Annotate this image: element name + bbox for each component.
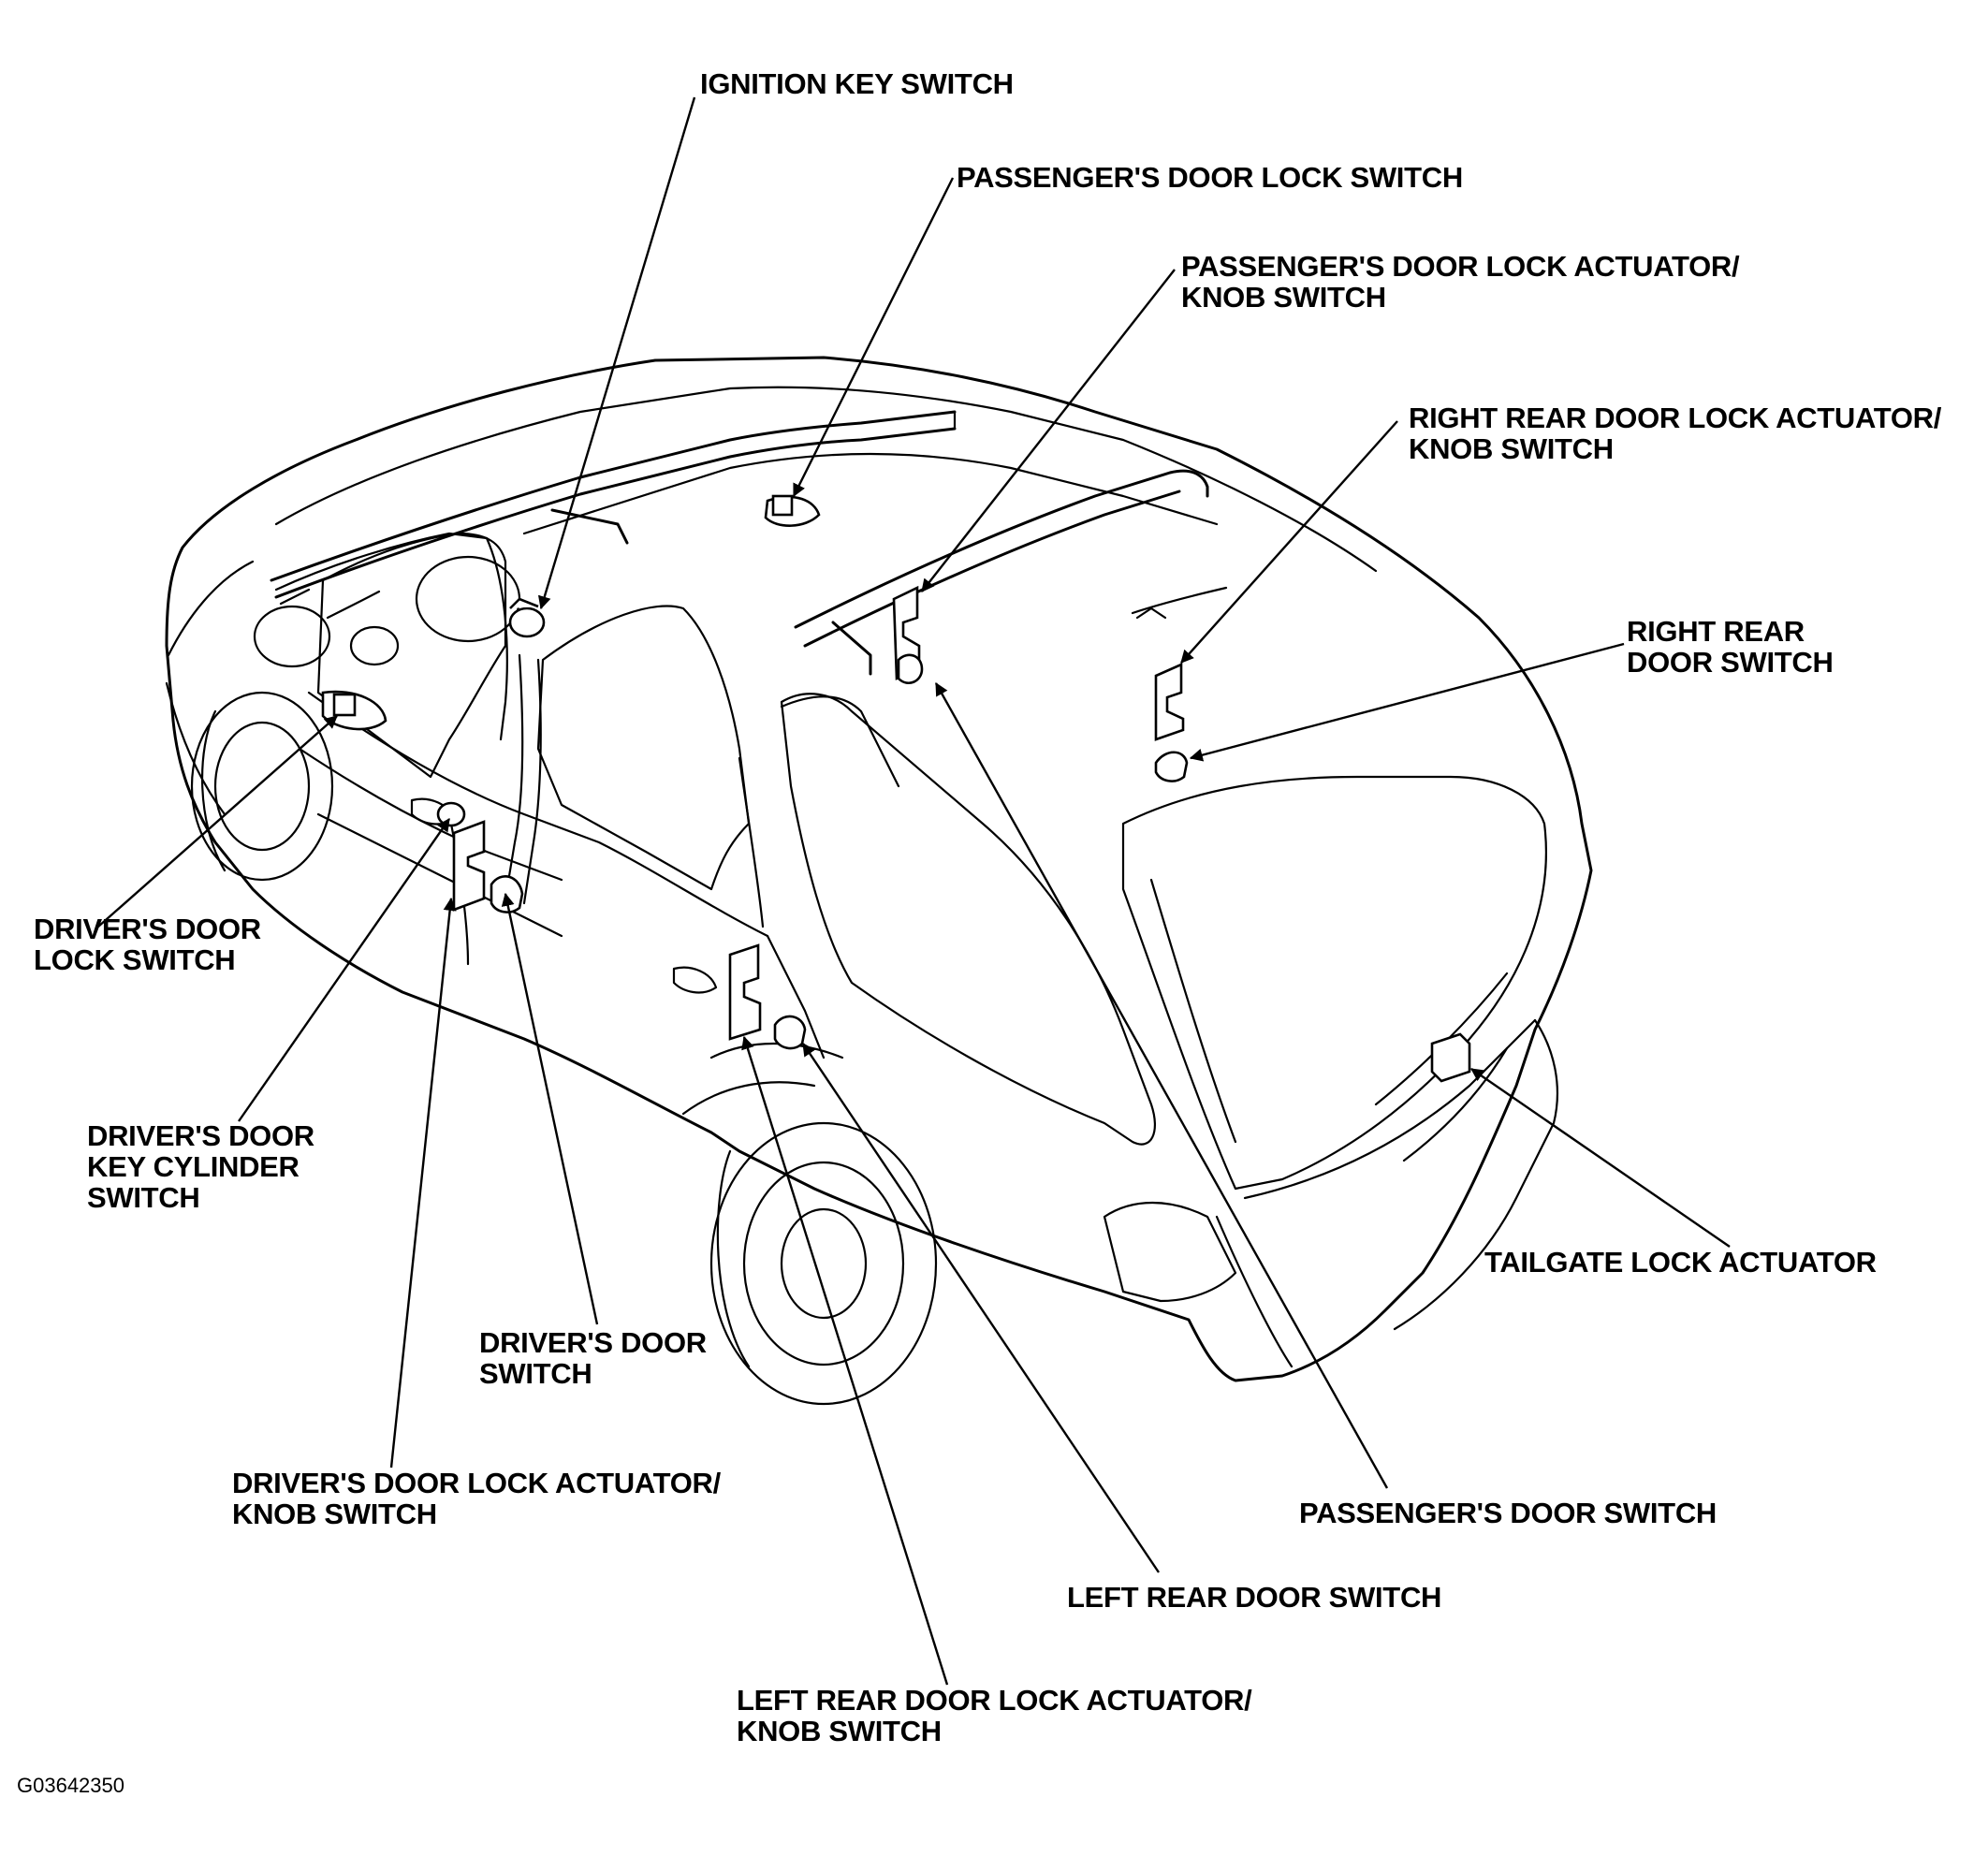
drivers-door-key-cylinder-component bbox=[436, 801, 466, 827]
leader-drivers-door-key-cylinder bbox=[238, 818, 450, 1122]
left-rear-door-lock-actuator-component bbox=[728, 943, 762, 1041]
label-tailgate-lock-actuator: TAILGATE LOCK ACTUATOR bbox=[1484, 1246, 1877, 1279]
label-drivers-door-key-cylinder-switch: DRIVER'S DOOR KEY CYLINDER SWITCH bbox=[87, 1119, 314, 1214]
leader-left-rear-door-switch bbox=[802, 1043, 1160, 1573]
leader-right-rear-door-switch bbox=[1189, 642, 1625, 762]
figure-code: G03642350 bbox=[17, 1774, 124, 1797]
leader-left-rear-door-lock-actuator bbox=[741, 1035, 949, 1686]
passengers-door-lock-switch-component bbox=[764, 494, 821, 527]
leader-tailgate-lock-actuator bbox=[1470, 1068, 1731, 1248]
leader-drivers-door-lock-actuator bbox=[389, 897, 457, 1469]
drivers-door-switch-component bbox=[490, 875, 524, 913]
label-drivers-door-lock-actuator: DRIVER'S DOOR LOCK ACTUATOR/ KNOB SWITCH bbox=[232, 1467, 721, 1530]
leader-lines bbox=[97, 96, 1731, 1686]
label-drivers-door-switch: DRIVER'S DOOR SWITCH bbox=[479, 1326, 707, 1390]
leader-right-rear-door-lock-actuator bbox=[1180, 420, 1398, 664]
leader-ignition-key-switch bbox=[537, 96, 696, 610]
vehicle-outline bbox=[165, 356, 1593, 1406]
label-left-rear-door-lock-actuator: LEFT REAR DOOR LOCK ACTUATOR/ KNOB SWITC… bbox=[737, 1684, 1252, 1747]
label-passengers-door-lock-actuator: PASSENGER'S DOOR LOCK ACTUATOR/ KNOB SWI… bbox=[1181, 250, 1740, 314]
right-rear-door-switch-component bbox=[1154, 751, 1189, 782]
ignition-key-switch-component bbox=[508, 597, 546, 638]
right-rear-door-lock-actuator-component bbox=[1154, 662, 1185, 741]
label-drivers-door-lock-switch: DRIVER'S DOOR LOCK SWITCH bbox=[34, 913, 261, 976]
drivers-door-lock-actuator-component bbox=[452, 820, 486, 912]
label-passengers-door-switch: PASSENGER'S DOOR SWITCH bbox=[1299, 1497, 1717, 1529]
leader-passengers-door-switch bbox=[934, 681, 1389, 1489]
label-ignition-key-switch: IGNITION KEY SWITCH bbox=[700, 67, 1014, 100]
label-right-rear-door-switch: RIGHT REAR DOOR SWITCH bbox=[1627, 615, 1834, 679]
label-left-rear-door-switch: LEFT REAR DOOR SWITCH bbox=[1067, 1581, 1442, 1614]
drivers-door-lock-switch-component bbox=[321, 690, 387, 731]
left-rear-door-switch-component bbox=[773, 1015, 807, 1050]
label-passengers-door-lock-switch: PASSENGER'S DOOR LOCK SWITCH bbox=[957, 161, 1463, 194]
leader-passengers-door-lock-switch bbox=[792, 177, 955, 498]
components bbox=[321, 494, 1471, 1083]
leader-drivers-door-switch bbox=[501, 892, 599, 1325]
leader-drivers-door-lock-switch bbox=[97, 715, 338, 928]
leader-passengers-door-lock-actuator bbox=[921, 269, 1176, 592]
tailgate-lock-actuator-component bbox=[1430, 1032, 1471, 1083]
label-right-rear-door-lock-actuator: RIGHT REAR DOOR LOCK ACTUATOR/ KNOB SWIT… bbox=[1409, 402, 1942, 465]
passengers-door-lock-actuator-component bbox=[892, 585, 924, 684]
